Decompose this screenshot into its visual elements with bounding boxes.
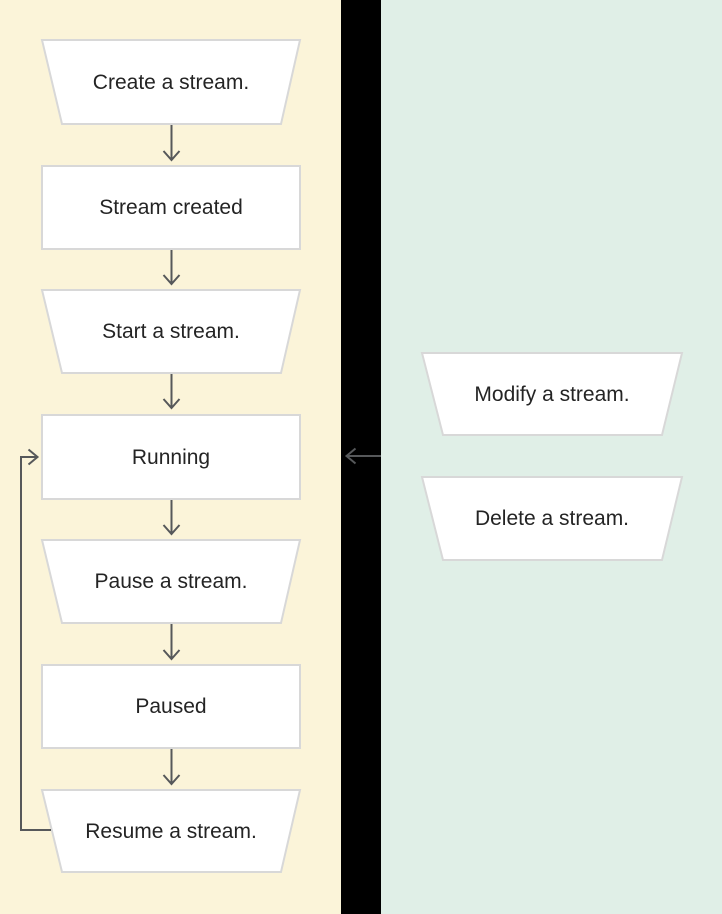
node-delete-stream-label: Delete a stream. (475, 507, 629, 530)
node-stream-created (41, 165, 301, 250)
node-paused-label: Paused (135, 695, 206, 718)
connector-paused-to-resume (162, 749, 181, 786)
node-create-stream-label: Create a stream. (93, 71, 249, 94)
connector-actions-to-running (344, 447, 381, 465)
node-modify-stream (420, 352, 684, 436)
node-stream-created-label: Stream created (99, 196, 243, 219)
actions-panel-background (381, 0, 722, 914)
node-pause-stream-label: Pause a stream. (95, 570, 248, 593)
connector-created-to-start (162, 250, 181, 286)
connector-pause-to-paused (162, 624, 181, 661)
node-create-stream (40, 39, 302, 125)
connector-resume-to-running-loop (20, 448, 51, 831)
node-delete-stream (420, 476, 684, 561)
connector-start-to-running (162, 374, 181, 410)
node-resume-stream-label: Resume a stream. (85, 820, 257, 843)
node-start-stream-label: Start a stream. (102, 320, 240, 343)
node-pause-stream (40, 539, 302, 624)
node-running (41, 414, 301, 500)
node-resume-stream (40, 789, 302, 873)
node-running-label: Running (132, 446, 210, 469)
connector-running-to-pause (162, 500, 181, 536)
node-start-stream (40, 289, 302, 374)
node-modify-stream-label: Modify a stream. (474, 383, 629, 406)
node-paused (41, 664, 301, 749)
connector-create-to-created (162, 125, 181, 162)
